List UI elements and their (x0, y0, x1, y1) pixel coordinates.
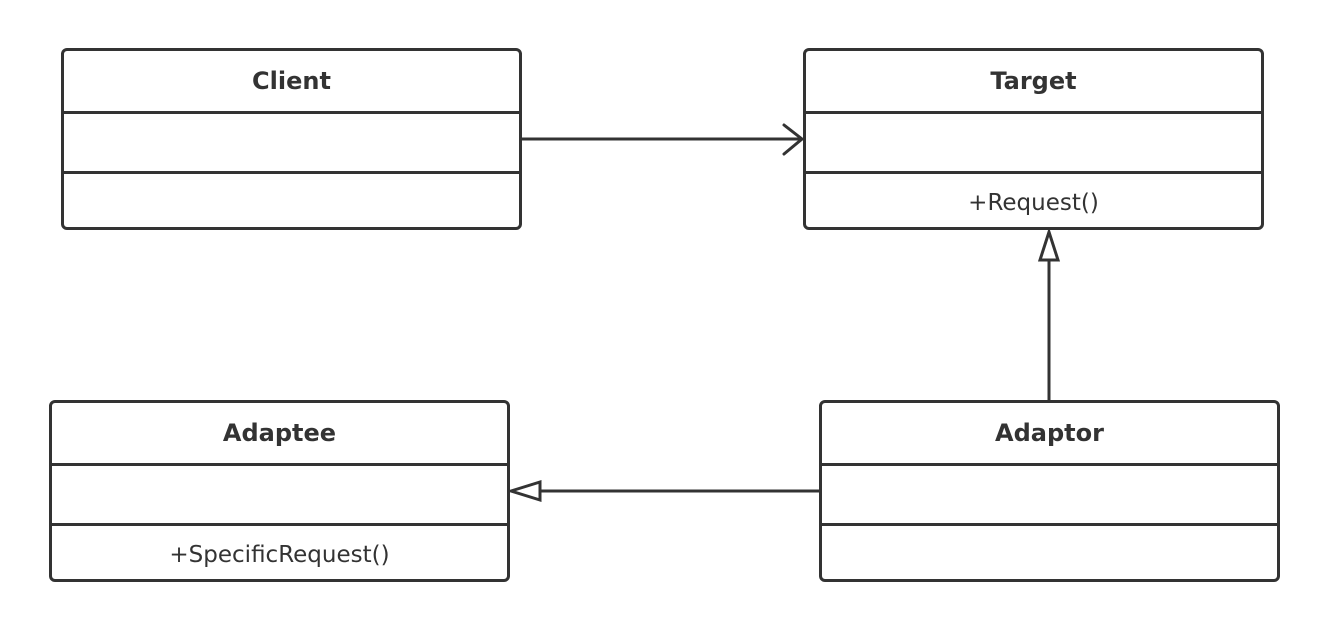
method-request: +Request() (968, 189, 1099, 216)
class-name-compartment: Adaptee (52, 403, 507, 463)
class-adaptor[interactable]: Adaptor (819, 400, 1280, 582)
methods-compartment: +SpecificRequest() (52, 523, 507, 583)
attributes-compartment (64, 111, 519, 171)
hollow-triangle-arrowhead (1037, 227, 1061, 262)
generalization-adaptor-adaptee (505, 479, 819, 503)
methods-compartment (64, 171, 519, 231)
methods-compartment (822, 523, 1277, 583)
class-name-compartment: Client (64, 51, 519, 111)
methods-compartment: +Request() (806, 171, 1261, 231)
class-name: Client (252, 67, 331, 95)
open-arrowhead (782, 123, 805, 156)
class-name: Adaptee (222, 419, 337, 447)
class-name-compartment: Target (806, 51, 1261, 111)
attributes-compartment (806, 111, 1261, 171)
class-target[interactable]: Target +Request() (803, 48, 1264, 230)
class-name: Target (990, 67, 1077, 95)
method-specific-request: +SpecificRequest() (169, 541, 390, 568)
association-client-target (522, 123, 805, 156)
class-name-compartment: Adaptor (822, 403, 1277, 463)
generalization-adaptor-target (1037, 227, 1061, 400)
attributes-compartment (822, 463, 1277, 523)
class-name: Adaptor (995, 419, 1104, 447)
class-adaptee[interactable]: Adaptee +SpecificRequest() (49, 400, 510, 582)
hollow-triangle-arrowhead (505, 479, 542, 503)
attributes-compartment (52, 463, 507, 523)
class-client[interactable]: Client (61, 48, 522, 230)
